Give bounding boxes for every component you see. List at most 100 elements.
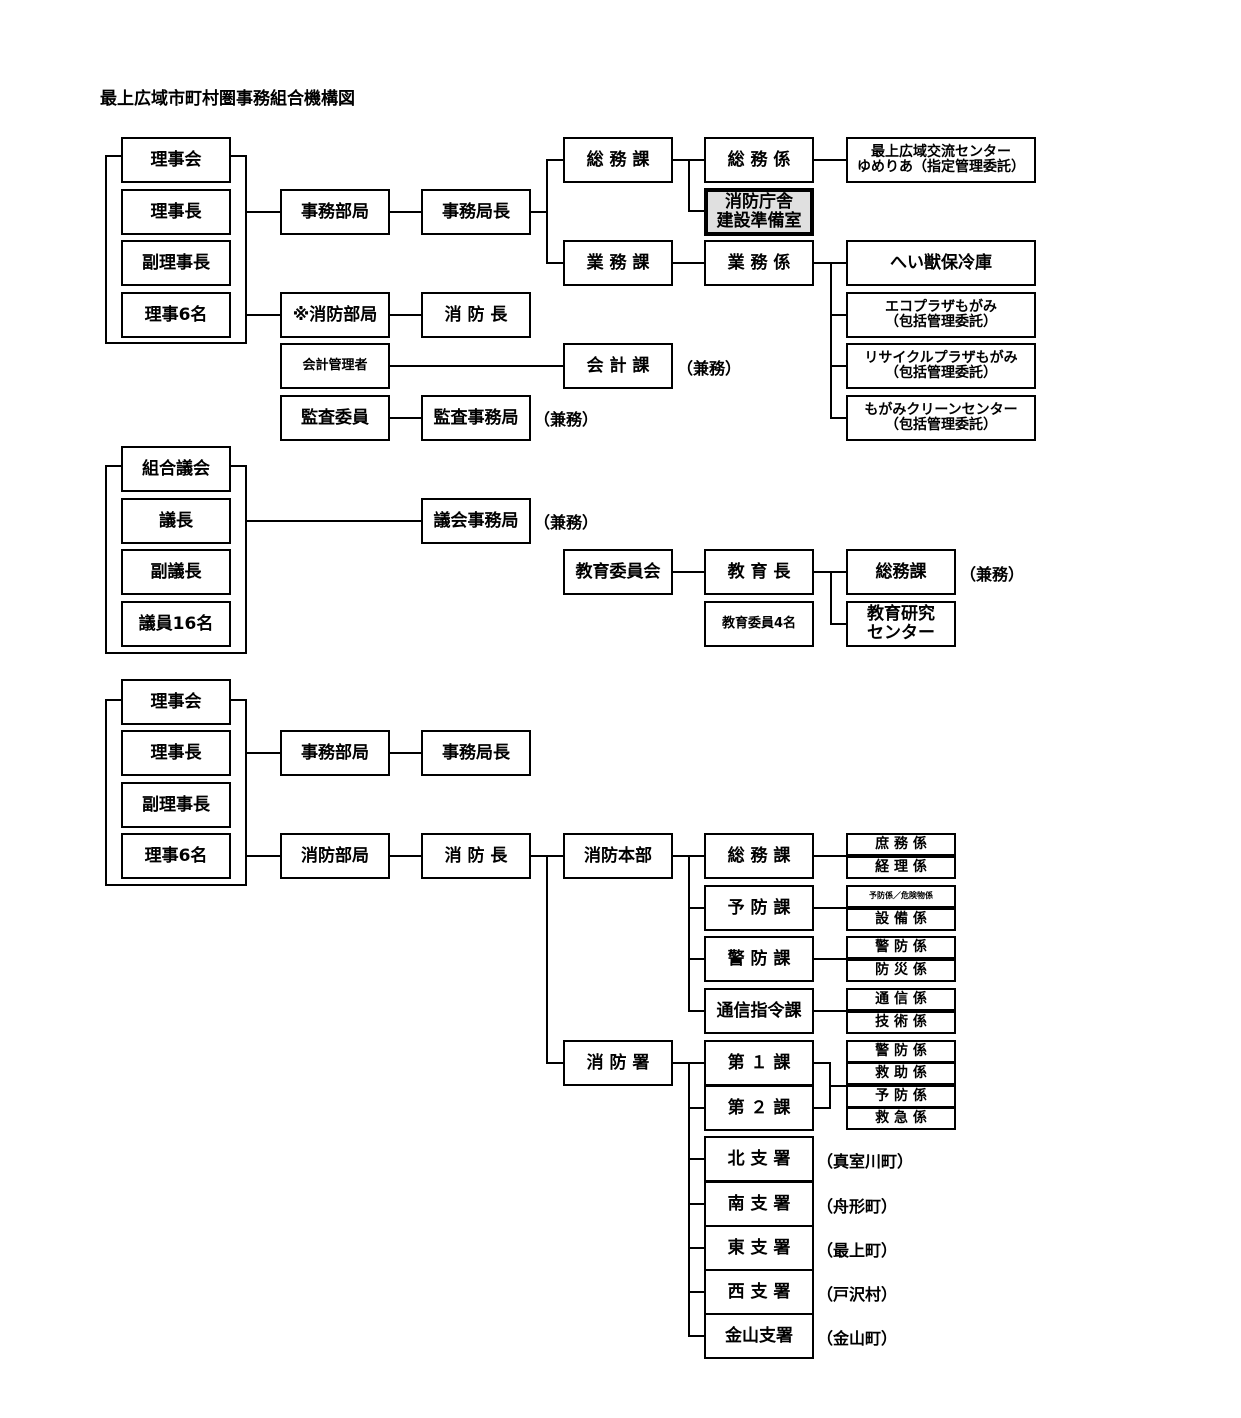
connector	[688, 1203, 704, 1205]
connector	[688, 159, 690, 212]
connector	[814, 1107, 830, 1109]
connector	[829, 1085, 846, 1087]
connector	[247, 855, 280, 857]
connector	[814, 159, 846, 161]
jimu-kyokucho-box-2: 事務局長	[421, 730, 531, 776]
kaikei-note: （兼務）	[677, 359, 742, 378]
chairman-box-2: 理事長	[121, 730, 231, 776]
connector	[688, 907, 704, 909]
yobo-ka-box: 予 防 課	[704, 885, 814, 931]
shomu-box: 庶 務 係	[846, 833, 956, 856]
assembly-box: 組合議会	[121, 446, 231, 492]
h-somu-ka-box: 総 務 課	[704, 833, 814, 879]
tsushin-shirei-box: 通信指令課	[704, 988, 814, 1034]
keibo-kakari-box: 警 防 係	[846, 936, 956, 959]
gyomu-ka-box: 業 務 課	[563, 240, 673, 286]
connector	[546, 159, 563, 161]
heiju-box: へい獣保冷庫	[846, 240, 1036, 286]
connector	[688, 1158, 704, 1160]
connector	[830, 365, 846, 367]
tsushin-kakari-box: 通 信 係	[846, 988, 956, 1011]
connector	[688, 1247, 704, 1249]
keibo-ka-box: 警 防 課	[704, 936, 814, 982]
kansa-jimukyoku-box: 監査事務局	[421, 395, 531, 441]
shobo-bukyoku-box: 消防部局	[280, 833, 390, 879]
jimu-bukyoku-box-2: 事務部局	[280, 730, 390, 776]
vice-speaker-box: 副議長	[121, 549, 231, 595]
bosai-box: 防 災 係	[846, 959, 956, 982]
connector	[830, 623, 846, 625]
keiri-box: 経 理 係	[846, 856, 956, 879]
kaikei-kanrisha-box: 会計管理者	[280, 343, 390, 389]
s-yobo-box: 予 防 係	[846, 1085, 956, 1108]
connector	[688, 1291, 704, 1293]
shobo-honbu-box: 消防本部	[563, 833, 673, 879]
shobo-bukyoku-note-box: ※消防部局	[280, 292, 390, 338]
branch-kaneyama-box: 金山支署	[704, 1313, 814, 1359]
directors-box: 理事6名	[121, 292, 231, 338]
connector	[688, 855, 690, 1012]
gikai-note: （兼務）	[534, 513, 599, 532]
kyoikucho-box: 教 育 長	[704, 549, 814, 595]
clean-center-box: もがみクリーンセンター （包括管理委託）	[846, 395, 1036, 441]
branch-kita-box: 北 支 署	[704, 1136, 814, 1182]
vice-chairman-box: 副理事長	[121, 240, 231, 286]
yumeria-box: 最上広域交流センター ゆめりあ（指定管理委託）	[846, 137, 1036, 183]
kansa-iin-box: 監査委員	[280, 395, 390, 441]
council-box-2: 理事会	[121, 679, 231, 725]
branch-minami-box: 南 支 署	[704, 1181, 814, 1227]
connector	[688, 958, 704, 960]
chairman-box: 理事長	[121, 189, 231, 235]
recycle-plaza-box: リサイクルプラザもがみ （包括管理委託）	[846, 343, 1036, 389]
connector	[688, 1107, 704, 1109]
dai1-box: 第 １ 課	[704, 1040, 814, 1086]
branch-kaneyama-note: （金山町）	[817, 1329, 898, 1348]
directors-box-2: 理事6名	[121, 833, 231, 879]
connector	[390, 855, 421, 857]
branch-higashi-note: （最上町）	[817, 1241, 898, 1260]
connector	[814, 907, 846, 909]
connector	[814, 958, 846, 960]
connector	[688, 1335, 704, 1337]
s-keibo-box: 警 防 係	[846, 1040, 956, 1063]
jimu-bukyoku-box: 事務部局	[280, 189, 390, 235]
gikai-jimukyoku-box: 議会事務局	[421, 498, 531, 544]
shobo-junbi-box: 消防庁舎 建設準備室	[704, 188, 814, 236]
kyoiku-iin-box: 教育委員4名	[704, 601, 814, 647]
branch-higashi-box: 東 支 署	[704, 1225, 814, 1271]
shobo-cho-box: 消 防 長	[421, 292, 531, 338]
gijutsu-box: 技 術 係	[846, 1011, 956, 1034]
connector	[830, 417, 846, 419]
connector	[546, 855, 548, 1063]
connector	[247, 314, 280, 316]
connector	[247, 520, 421, 522]
connector	[688, 1010, 704, 1012]
connector	[546, 262, 563, 264]
kyujo-box: 救 助 係	[846, 1062, 956, 1085]
somu-ka-box: 総 務 課	[563, 137, 673, 183]
connector	[814, 1062, 830, 1064]
speaker-box: 議長	[121, 498, 231, 544]
kyoiku-iinkai-box: 教育委員会	[563, 549, 673, 595]
shobo-cho-box-2: 消 防 長	[421, 833, 531, 879]
members-box: 議員16名	[121, 601, 231, 647]
connector	[673, 262, 704, 264]
connector	[531, 211, 547, 213]
eco-plaza-box: エコプラザもがみ （包括管理委託）	[846, 292, 1036, 338]
setsubi-box: 設 備 係	[846, 908, 956, 931]
connector	[830, 571, 832, 625]
branch-kita-note: （真室川町）	[817, 1152, 914, 1171]
connector	[390, 752, 421, 754]
connector	[390, 365, 563, 367]
shoboshu-box: 消 防 署	[563, 1040, 673, 1086]
connector	[814, 1010, 846, 1012]
vice-chairman-box-2: 副理事長	[121, 782, 231, 828]
connector	[390, 417, 421, 419]
kyukyu-box: 救 急 係	[846, 1107, 956, 1130]
k-somu-note: （兼務）	[960, 565, 1025, 584]
connector	[247, 211, 280, 213]
connector	[673, 571, 704, 573]
kaikei-ka-box: 会 計 課	[563, 343, 673, 389]
council-box: 理事会	[121, 137, 231, 183]
connector	[546, 1062, 563, 1064]
